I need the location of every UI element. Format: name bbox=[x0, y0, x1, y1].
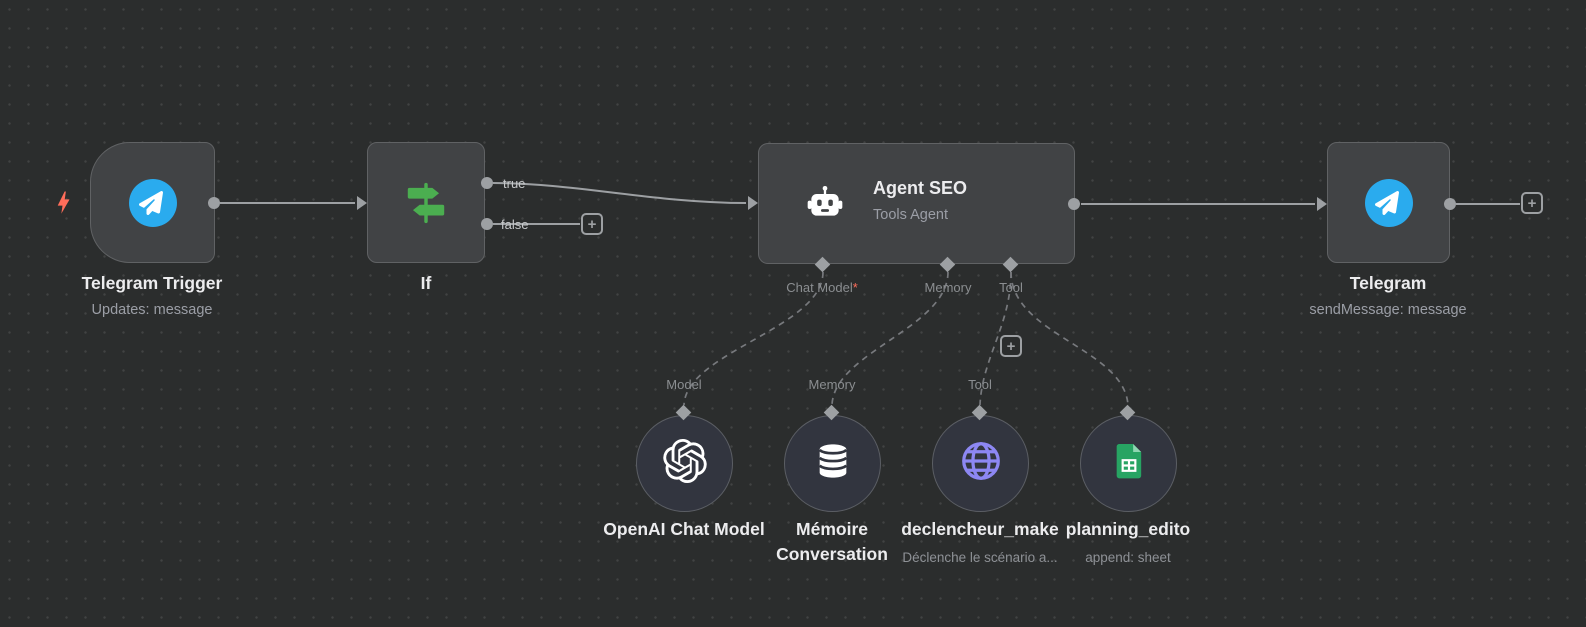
google-sheets-icon bbox=[1109, 441, 1149, 486]
connection-tool-to-planning[interactable] bbox=[1010, 271, 1129, 406]
connection-if-true-to-agent[interactable] bbox=[492, 182, 747, 204]
trigger-title: Telegram Trigger bbox=[81, 273, 223, 293]
if-title: If bbox=[420, 273, 432, 293]
node-openai-chat-model[interactable] bbox=[636, 415, 733, 512]
declencheur-port-label: Tool bbox=[968, 377, 992, 392]
node-agent-seo[interactable]: Agent SEO Tools Agent bbox=[758, 143, 1075, 264]
openai-icon bbox=[662, 439, 707, 488]
memoire-port-label: Memory bbox=[808, 377, 856, 392]
memoire-title-line1: Mémoire bbox=[796, 519, 868, 539]
node-telegram-trigger[interactable] bbox=[90, 142, 215, 263]
openai-title: OpenAI Chat Model bbox=[603, 519, 765, 539]
memoire-title-line2: Conversation bbox=[776, 544, 888, 564]
node-planning-edito[interactable] bbox=[1080, 415, 1177, 512]
agent-subtitle: Tools Agent bbox=[873, 207, 948, 223]
robot-icon bbox=[805, 184, 845, 229]
add-node-button-end[interactable]: + bbox=[1521, 192, 1543, 214]
openai-port-label: Model bbox=[666, 377, 702, 392]
if-input-port[interactable] bbox=[357, 196, 367, 210]
node-declencheur-make[interactable] bbox=[932, 415, 1029, 512]
trigger-subtitle: Updates: message bbox=[91, 302, 213, 318]
add-node-button-false-branch[interactable]: + bbox=[581, 213, 603, 235]
telegram-input-port[interactable] bbox=[1317, 197, 1327, 211]
telegram-subtitle: sendMessage: message bbox=[1309, 302, 1467, 318]
trigger-output-port[interactable] bbox=[208, 197, 220, 209]
connection-memory-to-memoire[interactable] bbox=[831, 271, 949, 406]
agent-output-port[interactable] bbox=[1068, 198, 1080, 210]
if-false-output-port[interactable] bbox=[481, 218, 493, 230]
telegram-title: Telegram bbox=[1349, 273, 1427, 293]
connection-tool-to-declencheur[interactable] bbox=[979, 271, 1012, 406]
declencheur-title: declencheur_make bbox=[901, 519, 1059, 539]
if-icon bbox=[368, 143, 484, 262]
node-telegram[interactable] bbox=[1327, 142, 1450, 263]
agent-title: Agent SEO bbox=[873, 178, 968, 198]
chat-model-label-text: Chat Model bbox=[786, 280, 853, 295]
trigger-bolt-icon bbox=[50, 189, 77, 221]
agent-input-port[interactable] bbox=[748, 196, 758, 210]
telegram-output-port[interactable] bbox=[1444, 198, 1456, 210]
if-false-label: false bbox=[501, 217, 529, 232]
if-true-output-port[interactable] bbox=[481, 177, 493, 189]
node-if[interactable] bbox=[367, 142, 485, 263]
required-asterisk: * bbox=[852, 280, 858, 295]
database-icon bbox=[813, 441, 853, 486]
add-tool-button[interactable]: + bbox=[1000, 335, 1022, 357]
planning-title: planning_edito bbox=[1065, 519, 1191, 539]
planning-subtitle: append: sheet bbox=[1085, 550, 1171, 565]
agent-tool-port-label: Tool bbox=[999, 280, 1023, 295]
declencheur-subtitle: Déclenche le scénario a... bbox=[902, 550, 1058, 565]
agent-chat-model-port-label: Chat Model* bbox=[786, 280, 858, 295]
telegram-send-icon bbox=[1364, 178, 1413, 227]
telegram-icon bbox=[128, 178, 177, 227]
globe-icon bbox=[958, 438, 1004, 489]
node-memoire-conversation[interactable] bbox=[784, 415, 881, 512]
if-true-label: true bbox=[503, 176, 526, 191]
connection-chatmodel-to-openai[interactable] bbox=[683, 271, 824, 406]
agent-memory-port-label: Memory bbox=[924, 280, 972, 295]
